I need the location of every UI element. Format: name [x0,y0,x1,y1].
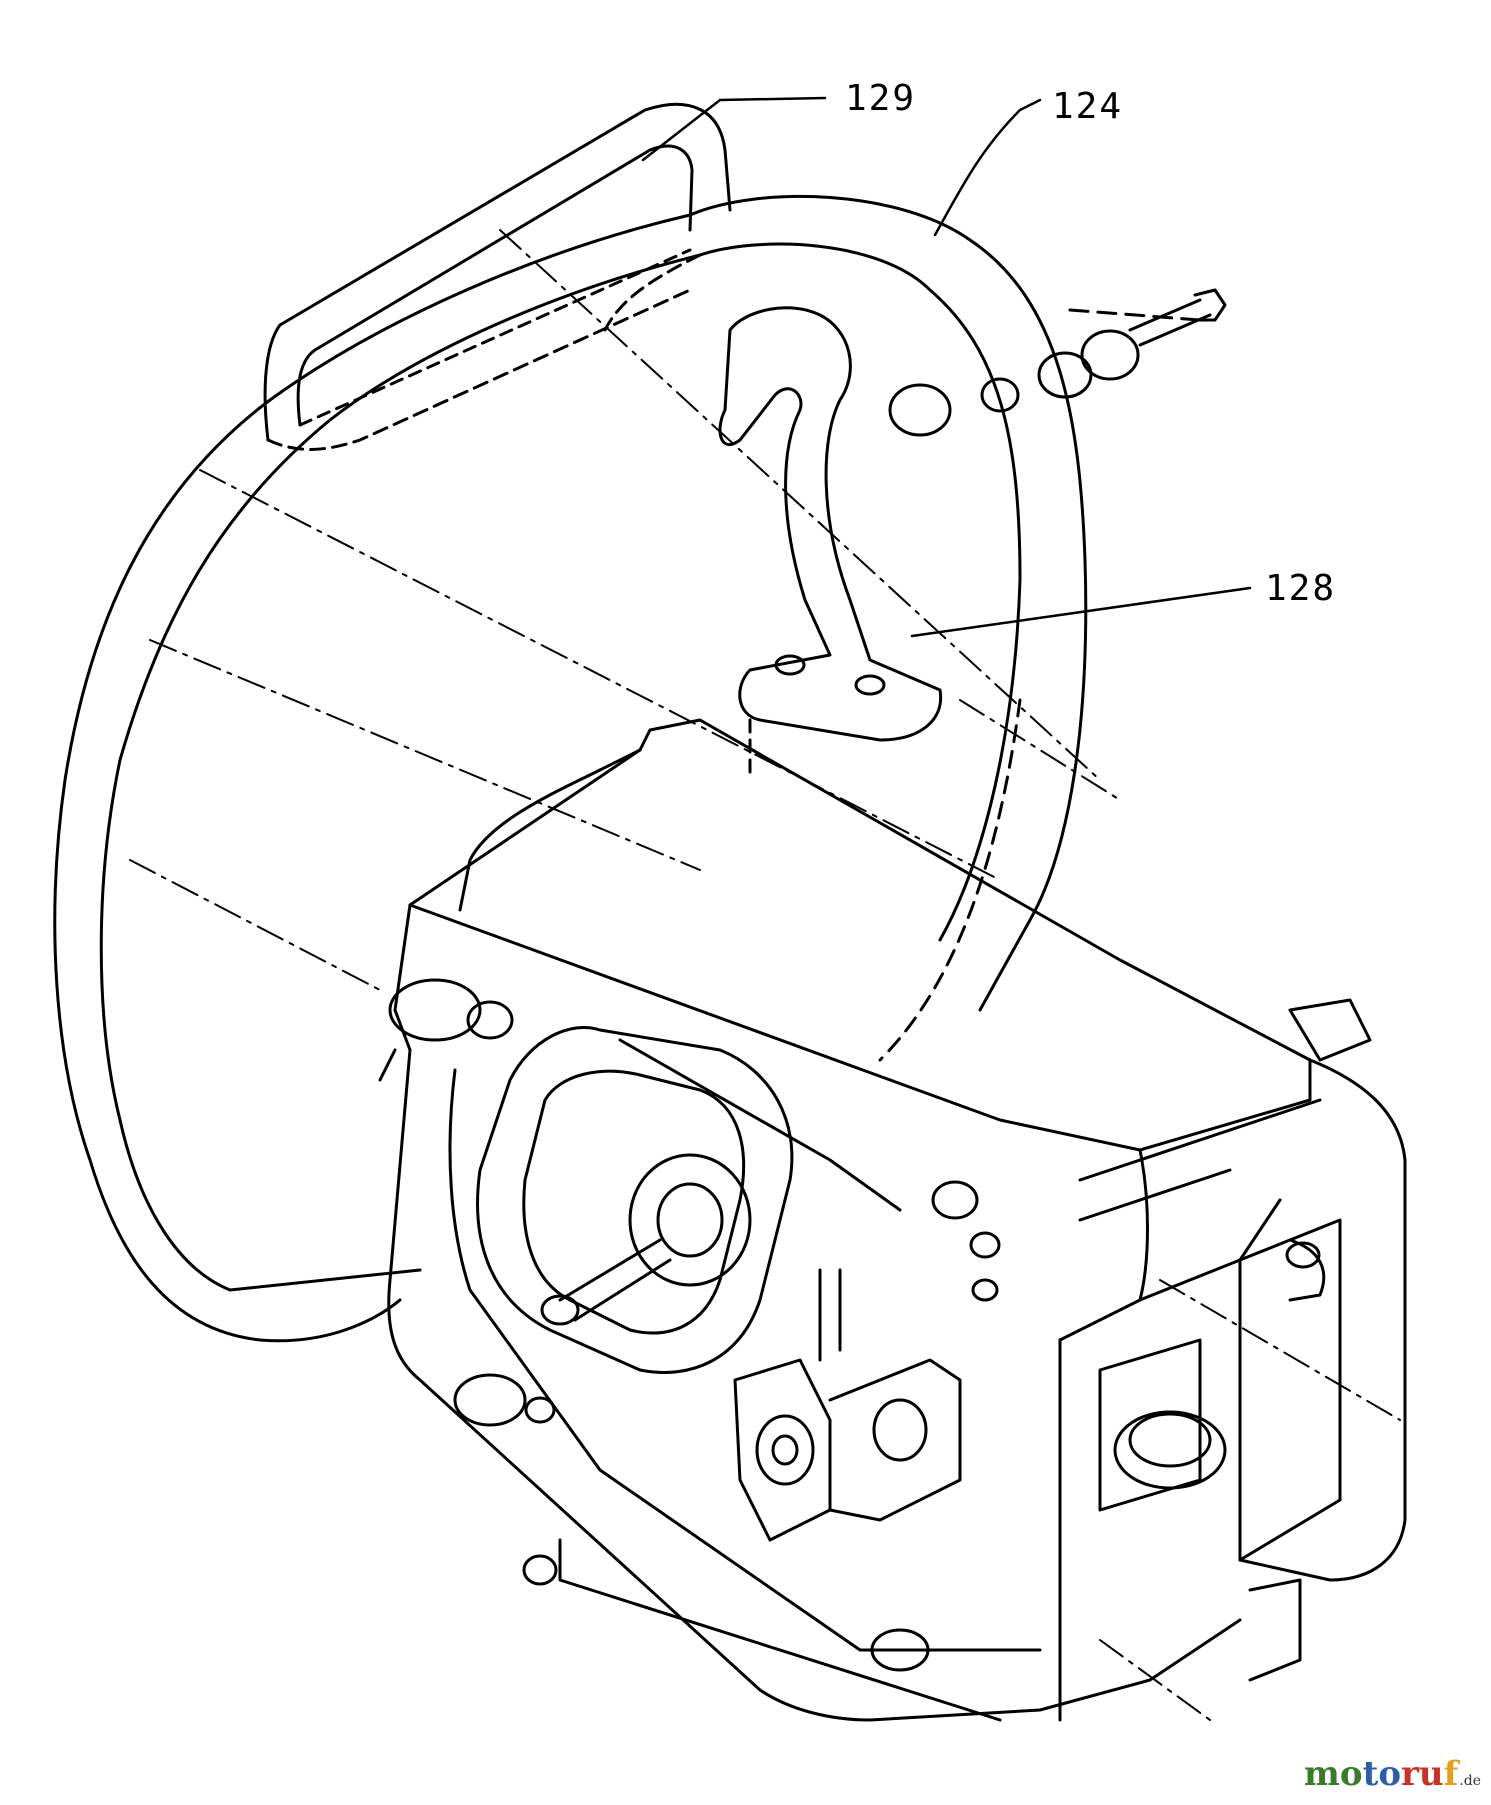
callout-128: 128 [1265,568,1337,609]
watermark-letters: motoruf [1304,1754,1458,1794]
watermark-letter: u [1418,1754,1444,1794]
callout-129: 129 [845,78,917,119]
bolt-and-washers [888,288,1227,437]
watermark-letter: o [1339,1754,1363,1794]
watermark-letter: o [1378,1754,1401,1794]
carburetor [733,1268,962,1542]
watermark-logo: motoruf.de [1304,1754,1481,1794]
callout-124: 124 [1052,86,1124,127]
front-handle-124 [53,194,1088,1343]
watermark-letter: f [1443,1754,1459,1794]
flywheel-assembly [476,1025,902,1374]
watermark-letter: r [1401,1754,1419,1794]
left-side-fixtures [378,978,1001,1672]
handle-bracket-128 [718,306,943,782]
watermark-suffix: .de [1459,1773,1481,1789]
starter-cover [1113,1238,1326,1490]
alignment-lines [129,229,1401,1721]
watermark-letter: m [1303,1754,1340,1794]
engine-housing [387,718,1407,1722]
callout-leaders [641,96,1252,638]
watermark-letter: t [1362,1754,1379,1794]
